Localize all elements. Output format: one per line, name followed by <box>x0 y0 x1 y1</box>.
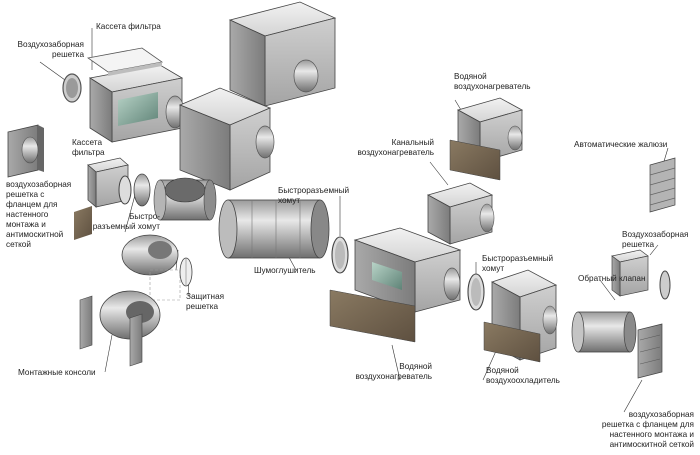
quick-clamp-center <box>331 236 349 274</box>
label-water-heater-bottom: Водяной воздухонагреватель <box>355 362 432 381</box>
filter-cassette-top <box>86 47 185 143</box>
label-intake-grille-flange-left: воздухозаборная решетка с фланцем для на… <box>6 180 72 249</box>
label-auto-shutters: Автоматические жалюзи <box>574 140 668 149</box>
label-intake-grille-right: Воздухозаборная решетка <box>622 230 689 249</box>
protective-grille <box>179 257 193 287</box>
water-heater-center <box>329 227 462 343</box>
intake-grille-right <box>611 249 671 300</box>
label-silencer: Шумоглушитель <box>254 266 316 275</box>
label-intake-grille-top: Воздухозаборная решетка <box>17 40 84 59</box>
intake-grille-flange-left <box>7 124 44 178</box>
duct-fan <box>153 177 217 221</box>
quick-clamp-right <box>467 273 485 311</box>
label-quick-clamp-center: Быстроразъемный хомут <box>278 186 350 205</box>
label-check-valve: Обратный клапан <box>578 274 646 283</box>
label-intake-grille-flange-right: воздухозаборная решетка с фланцем для на… <box>601 410 694 449</box>
label-mounting-brackets: Монтажные консоли <box>18 368 96 377</box>
silencer <box>218 199 330 259</box>
label-water-heater-top: Водяной воздухонагреватель <box>454 72 531 91</box>
water-cooler <box>483 269 558 363</box>
large-unit-box-middle <box>178 87 275 191</box>
mounting-brackets <box>79 290 161 367</box>
label-water-cooler: Водяной воздухоохладитель <box>486 366 560 385</box>
label-filter-cassette-left: Кассета фильтра <box>72 138 105 157</box>
intake-grille-top-left <box>62 73 82 103</box>
label-filter-cassette-top: Кассета фильтра <box>96 22 161 31</box>
quick-clamp-left <box>118 173 151 207</box>
check-valve <box>571 311 637 353</box>
centrifugal-fan <box>121 234 181 301</box>
automatic-shutters <box>649 157 676 213</box>
duct-heater <box>426 182 495 245</box>
intake-grille-flange-right <box>637 323 663 379</box>
label-protective-grille: Защитная решетка <box>186 292 225 311</box>
label-quick-clamp-left: Быстро- разъемный хомут <box>92 212 160 231</box>
large-unit-box-upper <box>228 1 337 107</box>
water-heater-top <box>449 97 524 181</box>
label-quick-clamp-right: Быстроразъемный хомут <box>482 254 554 273</box>
label-duct-heater: Канальный воздухонагреватель <box>357 138 434 157</box>
